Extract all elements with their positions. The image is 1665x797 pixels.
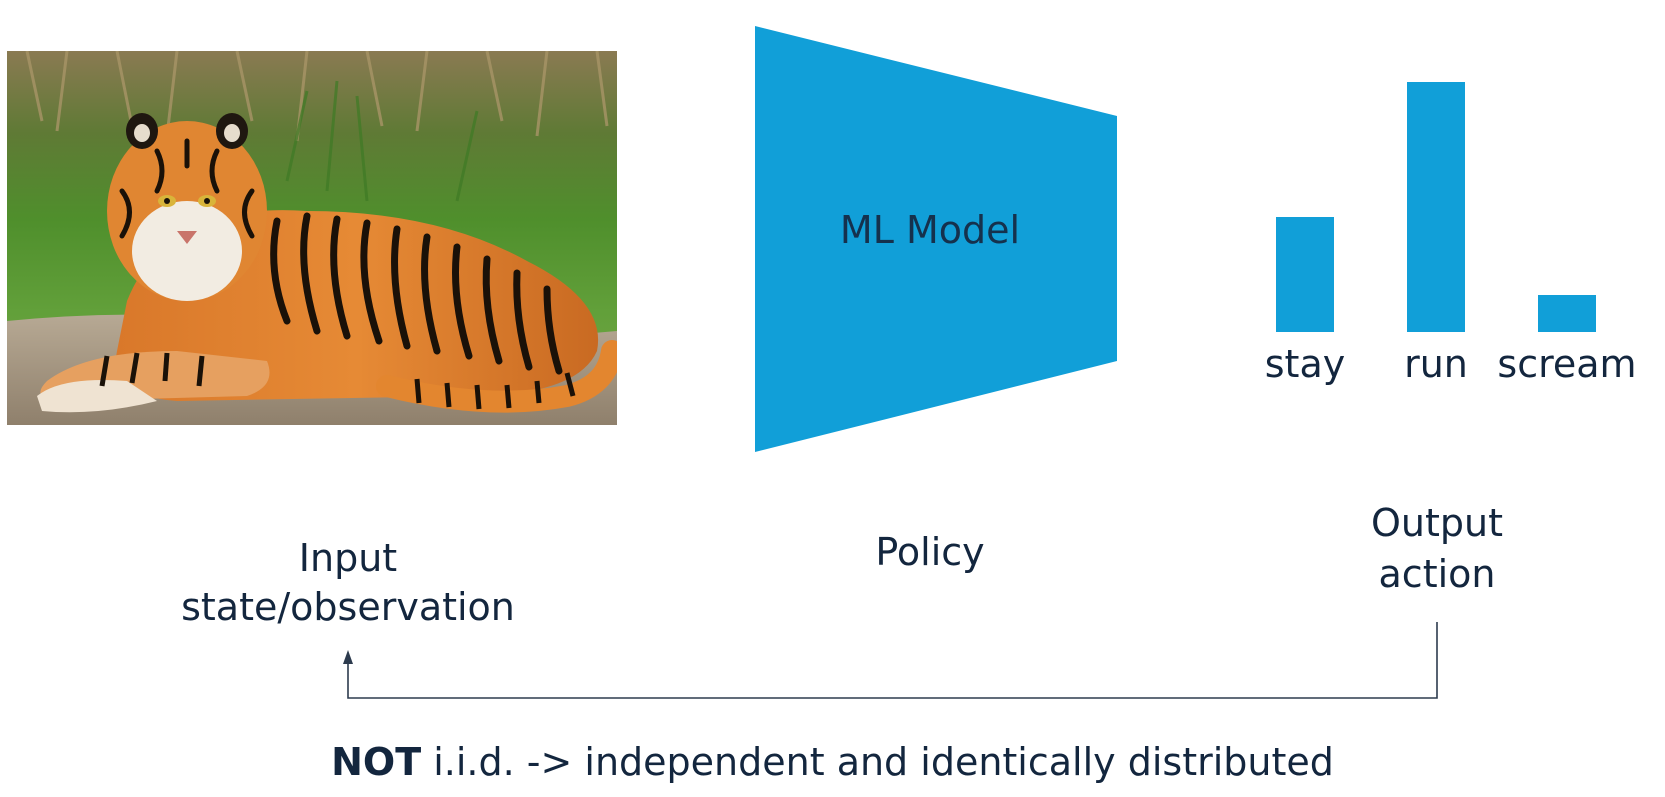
iid-note-bold: NOT — [331, 740, 422, 784]
input-caption-line2: state/observation — [181, 585, 515, 630]
policy-caption: Policy — [875, 530, 985, 574]
action-bar-chart: stay run scream — [1240, 40, 1665, 400]
input-caption-line1: Input — [298, 536, 398, 580]
action-bar-run — [1407, 82, 1465, 332]
tiger-photo-drawing — [7, 51, 617, 425]
action-bar-scream — [1538, 294, 1596, 332]
action-label-run: run — [1404, 342, 1468, 386]
iid-note: NOT i.i.d. -> independent and identicall… — [0, 740, 1665, 784]
action-bar-stay — [1276, 217, 1334, 332]
model-label: ML Model — [839, 208, 1021, 252]
output-caption-line2: action — [1378, 552, 1496, 597]
action-label-scream: scream — [1497, 342, 1637, 386]
iid-note-text: i.i.d. -> independent and identically di… — [421, 740, 1334, 784]
output-caption-line1: Output — [1371, 501, 1503, 545]
input-caption: Input state/observation — [148, 534, 548, 633]
arrow-head — [343, 650, 353, 664]
output-caption: Output action — [1287, 498, 1587, 601]
action-label-stay: stay — [1264, 342, 1346, 386]
loop-line — [347, 622, 1438, 699]
tiger-image — [7, 51, 617, 425]
